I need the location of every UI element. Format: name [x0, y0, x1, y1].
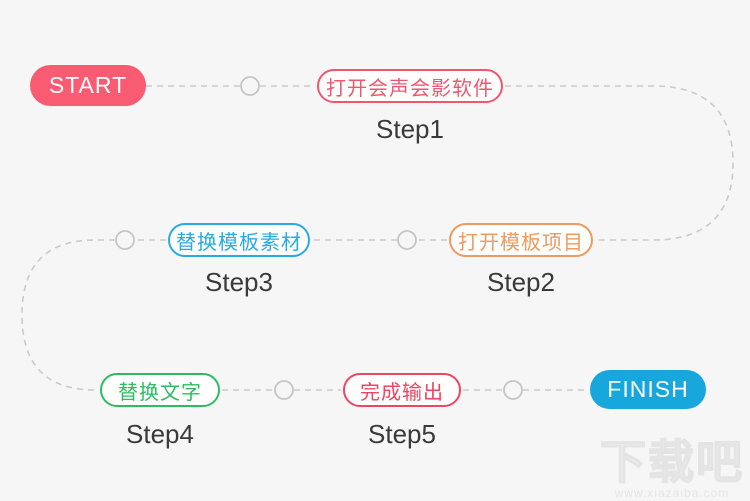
- connector-left-uturn-to-step4: [21, 239, 115, 391]
- connector-nodes: [115, 76, 523, 400]
- start-node: START: [30, 65, 146, 106]
- dashed-connectors: [21, 85, 734, 391]
- watermark-logo-text: 下载吧: [599, 436, 744, 488]
- step-name-1: Step1: [376, 114, 444, 144]
- step-name-3: Step3: [205, 267, 273, 297]
- connector-node-circle-2: [397, 230, 417, 250]
- step-name-2: Step2: [487, 267, 555, 297]
- connector-step1-right-uturn-to-step2: [505, 85, 734, 241]
- connector-node-circle-5: [503, 380, 523, 400]
- step-pill-5: 完成输出: [343, 373, 461, 407]
- step-pill-3-label: 替换模板素材: [176, 231, 302, 254]
- step-pill-4-label: 替换文字: [118, 381, 202, 404]
- step-pill-4: 替换文字: [100, 373, 220, 407]
- connector-node-circle-4: [274, 380, 294, 400]
- watermark-url: www.xiazaiba.com: [614, 486, 730, 500]
- finish-node: FINISH: [590, 370, 706, 409]
- step-pill-2-label: 打开模板项目: [458, 231, 584, 254]
- step-pill-3: 替换模板素材: [168, 223, 310, 257]
- watermark: 下载吧 www.xiazaiba.com: [599, 436, 744, 500]
- step-pill-2: 打开模板项目: [449, 223, 593, 257]
- step-name-5: Step5: [368, 419, 436, 449]
- step-pill-1: 打开会声会影软件: [317, 69, 503, 103]
- step-pill-5-label: 完成输出: [360, 381, 444, 404]
- connector-node-circle-1: [240, 76, 260, 96]
- step-pill-1-label: 打开会声会影软件: [326, 77, 494, 100]
- step-name-4: Step4: [126, 419, 194, 449]
- connector-node-circle-3: [115, 230, 135, 250]
